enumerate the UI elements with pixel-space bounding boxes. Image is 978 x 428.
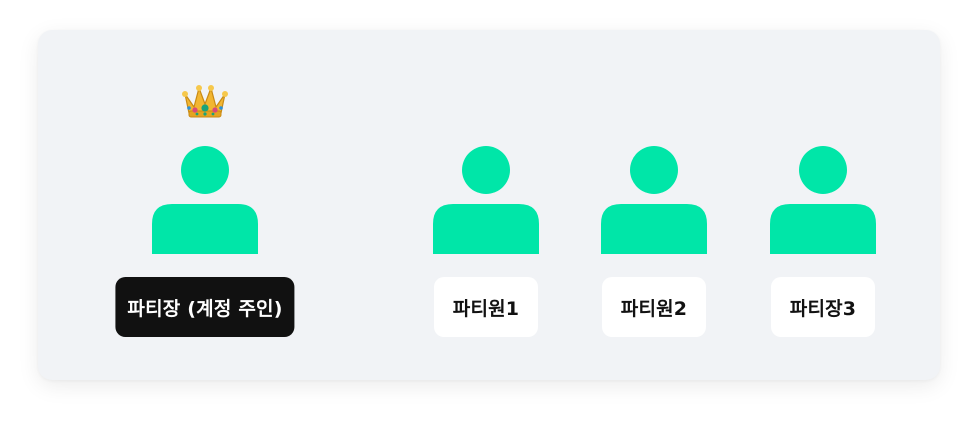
party-members-panel: 파티장 (계정 주인) 파티원1 파티원2 파티장3 bbox=[38, 30, 940, 380]
user-avatar-icon bbox=[601, 146, 707, 254]
user-avatar-icon bbox=[770, 146, 876, 254]
party-member: 파티원2 bbox=[534, 30, 774, 380]
party-owner: 파티장 (계정 주인) bbox=[85, 30, 325, 380]
owner-name-badge: 파티장 (계정 주인) bbox=[115, 277, 295, 337]
party-member: 파티원1 bbox=[366, 30, 606, 380]
crown-icon bbox=[182, 85, 228, 118]
user-avatar-icon bbox=[152, 146, 258, 254]
member-name-badge: 파티원2 bbox=[602, 277, 706, 337]
party-member: 파티장3 bbox=[703, 30, 943, 380]
member-name-badge: 파티장3 bbox=[771, 277, 875, 337]
member-name-badge: 파티원1 bbox=[434, 277, 538, 337]
user-avatar-icon bbox=[433, 146, 539, 254]
